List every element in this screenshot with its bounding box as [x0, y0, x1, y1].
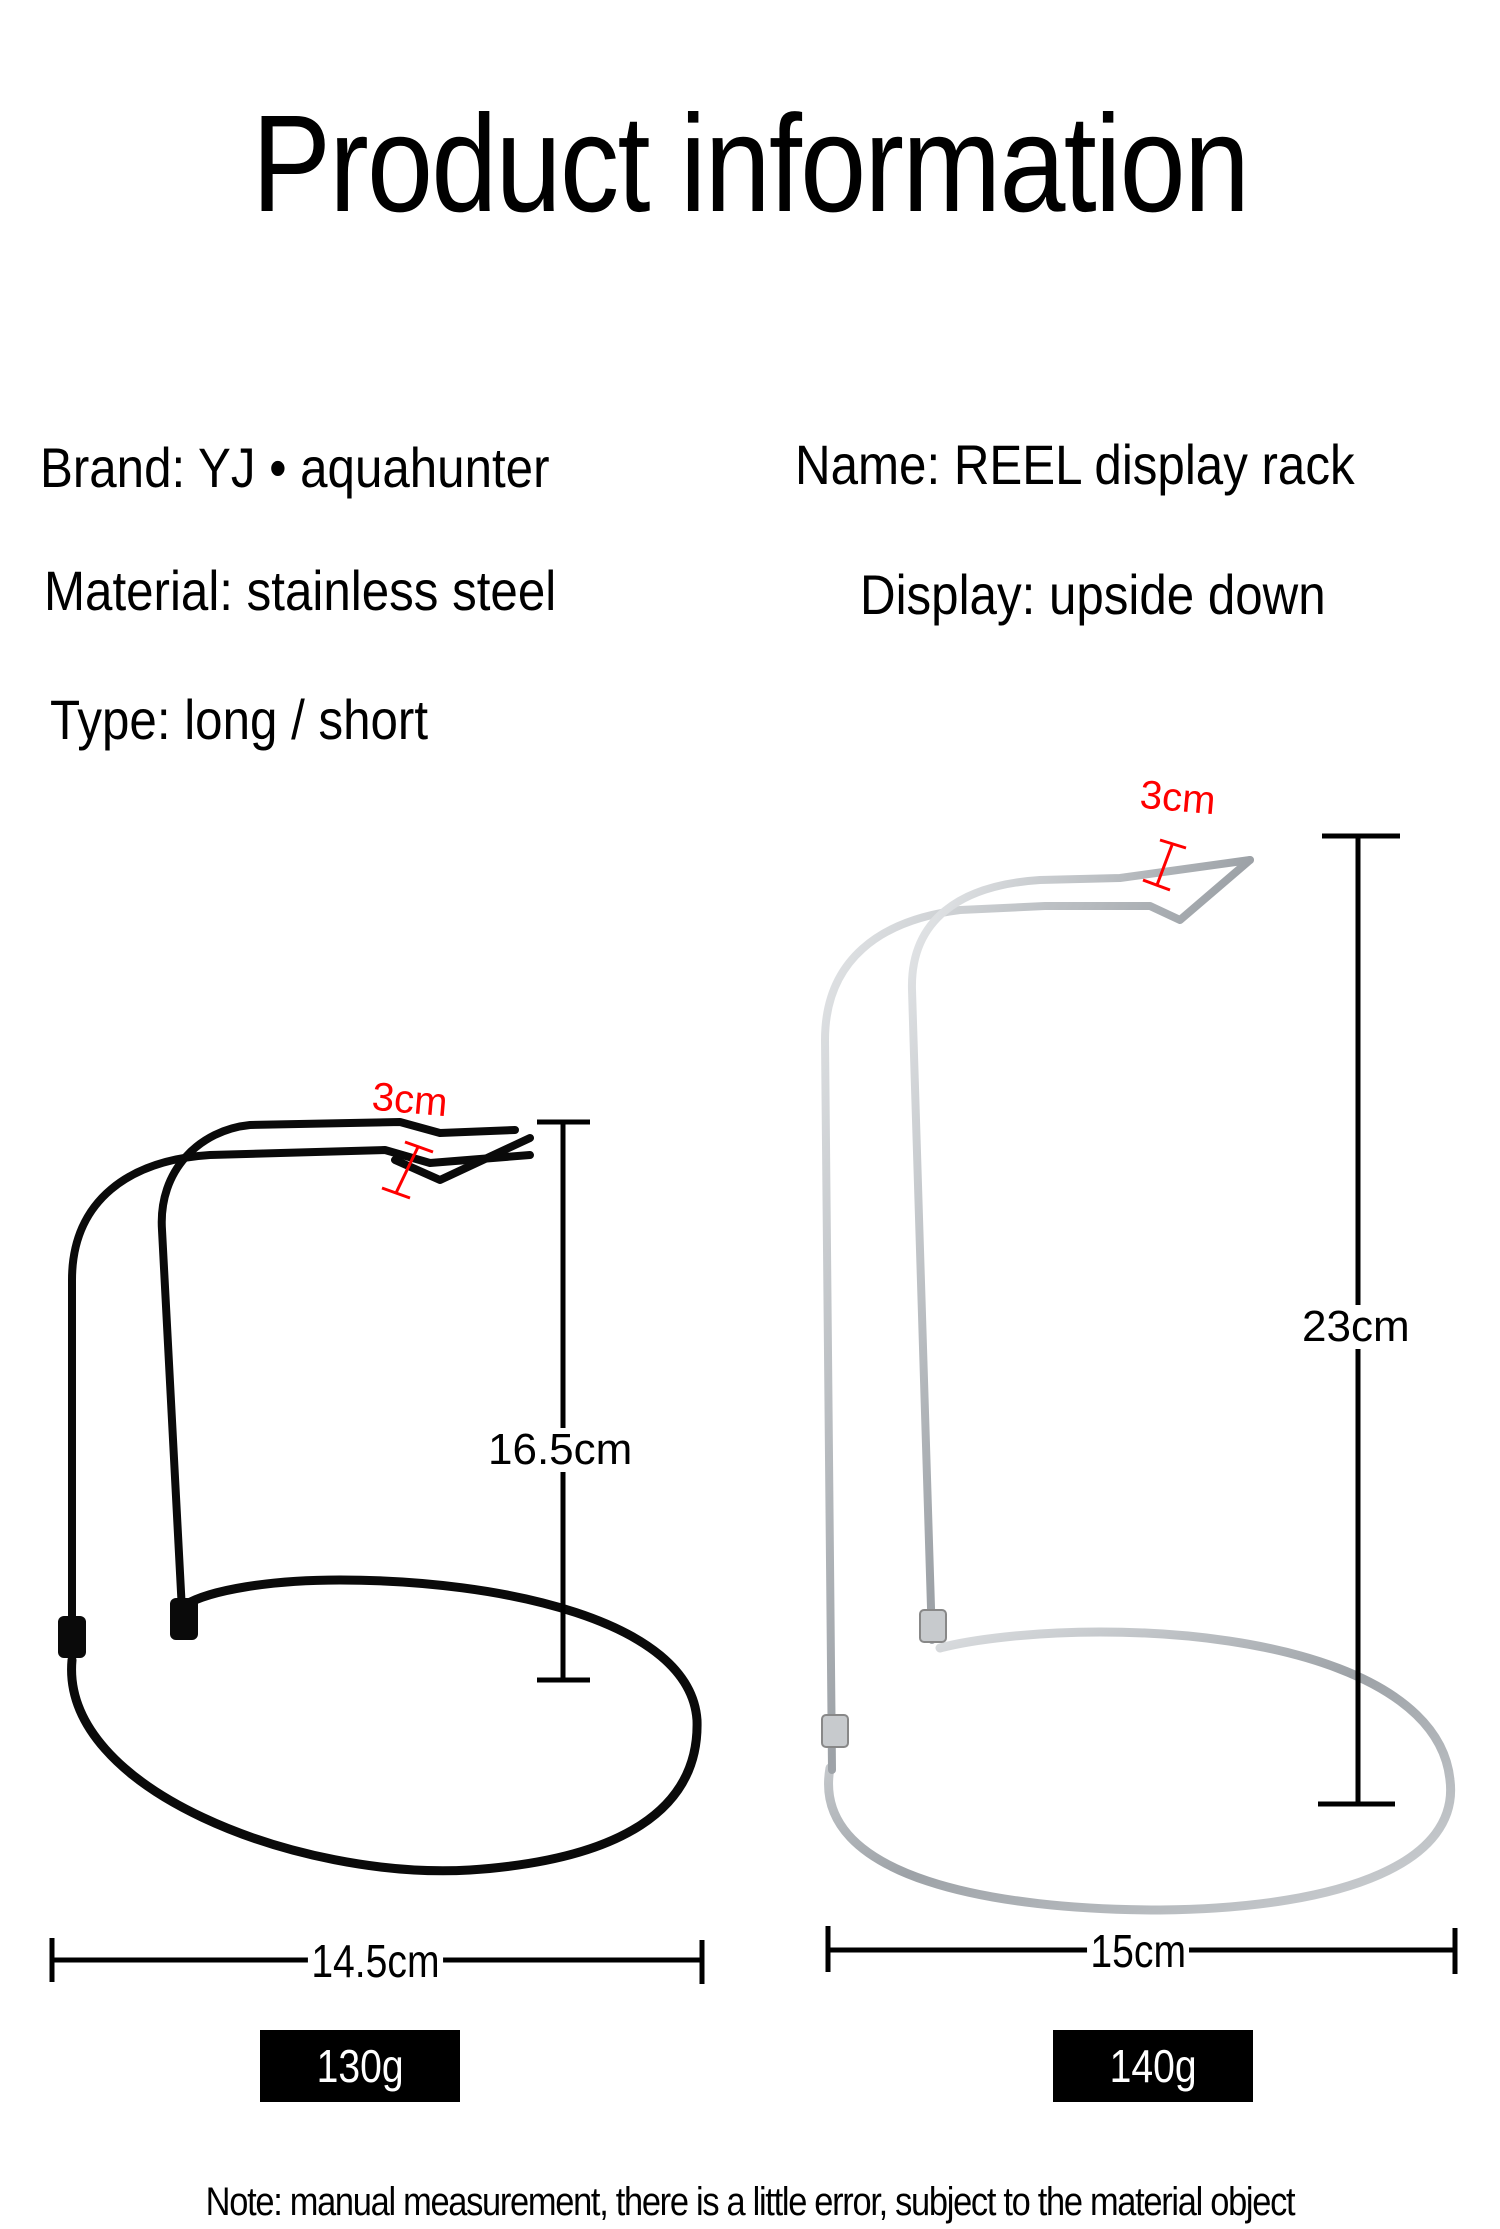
short-weight-badge: 130g [260, 2030, 460, 2102]
short-height-label: 16.5cm [486, 1425, 635, 1474]
spec-name: Name: REEL display rack [795, 433, 1355, 496]
long-gap-marker [1142, 838, 1187, 892]
spec-brand: Brand: YJ • aquahunter [40, 436, 550, 499]
short-gap-label: 3cm [370, 1074, 450, 1126]
long-weight-badge: 140g [1053, 2030, 1253, 2102]
short-width-label: 14.5cm [307, 1938, 443, 1984]
spec-display: Display: upside down [860, 563, 1326, 626]
long-gap-label: 3cm [1138, 772, 1218, 824]
short-weight-label: 130g [316, 2040, 404, 2092]
short-gap-marker [381, 1140, 434, 1200]
short-rack-illustration [58, 1118, 702, 1876]
short-height-dimension [537, 1119, 590, 1683]
long-width-label: 15cm [1087, 1928, 1190, 1974]
long-height-label: 23cm [1300, 1302, 1412, 1351]
long-rack-illustration [821, 856, 1456, 1915]
spec-type: Type: long / short [50, 688, 429, 751]
long-weight-label: 140g [1109, 2040, 1197, 2092]
measurement-note: Note: manual measurement, there is a lit… [205, 2180, 1296, 2224]
spec-material: Material: stainless steel [44, 559, 557, 622]
page-title: Product information [251, 87, 1250, 241]
